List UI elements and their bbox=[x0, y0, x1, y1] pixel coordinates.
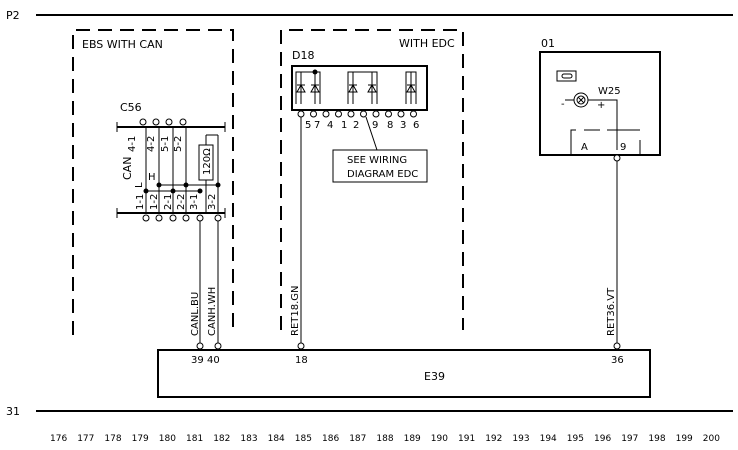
minus-label: - bbox=[561, 99, 565, 110]
wire-label-canl: CANL.BU bbox=[190, 292, 201, 336]
see-wiring-note bbox=[332, 149, 428, 183]
column-number: 187 bbox=[349, 434, 366, 444]
resistor-label: 120Ω bbox=[202, 148, 213, 175]
h-label: H bbox=[148, 172, 156, 183]
column-number: 178 bbox=[104, 434, 121, 444]
column-number: 199 bbox=[676, 434, 693, 444]
d18-pin-label: 9 bbox=[372, 120, 378, 131]
column-number: 191 bbox=[458, 434, 475, 444]
column-number: 183 bbox=[240, 434, 257, 444]
column-number: 200 bbox=[703, 434, 720, 444]
pin-9-label: 9 bbox=[620, 142, 626, 153]
wires: CANL.BU CANH.WH RET18.GN RET36.VT bbox=[190, 117, 618, 343]
l-label: L bbox=[134, 182, 145, 188]
diode-icon bbox=[310, 72, 320, 104]
diode-icon bbox=[406, 72, 416, 104]
rail-p2-label: P2 bbox=[6, 9, 20, 22]
d18-pin-label: 2 bbox=[353, 120, 359, 131]
ebs-with-can-box: EBS WITH CAN bbox=[72, 29, 234, 335]
pin-18: 18 bbox=[295, 355, 308, 366]
pin-label: 4-1 bbox=[127, 136, 138, 152]
plus-label: + bbox=[597, 100, 605, 111]
pin-36: 36 bbox=[611, 355, 624, 366]
d18-pin-label: 3 bbox=[400, 120, 406, 131]
note-line-2: DIAGRAM EDC bbox=[347, 169, 418, 180]
column-number: 190 bbox=[431, 434, 448, 444]
diode-icon bbox=[296, 72, 306, 104]
column-number: 181 bbox=[186, 434, 203, 444]
pin-label: 4-2 bbox=[146, 136, 157, 152]
column-number: 195 bbox=[567, 434, 584, 444]
column-number: 188 bbox=[376, 434, 393, 444]
column-number: 186 bbox=[322, 434, 339, 444]
column-number: 196 bbox=[594, 434, 611, 444]
column-number: 176 bbox=[50, 434, 67, 444]
pin-40: 40 bbox=[207, 355, 220, 366]
d18-pin-label: 6 bbox=[413, 120, 419, 131]
column-number: 182 bbox=[213, 434, 230, 444]
column-number: 193 bbox=[512, 434, 529, 444]
ebs-box-label: EBS WITH CAN bbox=[82, 38, 163, 51]
pin-39: 39 bbox=[191, 355, 204, 366]
note-line-1: SEE WIRING bbox=[347, 155, 407, 166]
column-number: 194 bbox=[540, 434, 557, 444]
wire-label-canh: CANH.WH bbox=[207, 287, 218, 336]
d18-label: D18 bbox=[292, 49, 314, 62]
column-number: 177 bbox=[77, 434, 94, 444]
diode-icon bbox=[367, 72, 377, 104]
wire-label-ret18: RET18.GN bbox=[290, 285, 301, 336]
d18-pin-label: 1 bbox=[341, 120, 347, 131]
column-number: 184 bbox=[268, 434, 285, 444]
e39-module: 39 40 18 36 E39 bbox=[157, 342, 651, 398]
with-edc-box: WITH EDC bbox=[280, 29, 464, 330]
column-number: 198 bbox=[648, 434, 665, 444]
column-number: 189 bbox=[404, 434, 421, 444]
rail-31-label: 31 bbox=[6, 405, 20, 418]
column-numbers: 176 177 178 179 180 181 182 183 184 185 186 187 188 1… bbox=[50, 434, 720, 444]
can-label: CAN bbox=[121, 157, 134, 180]
pin-label: 3-1 bbox=[189, 194, 200, 210]
d18-pin-label: 4 bbox=[327, 120, 333, 131]
pin-label: 3-2 bbox=[207, 194, 218, 210]
o1-label: 01 bbox=[541, 37, 555, 50]
warning-symbol-icon bbox=[556, 70, 577, 82]
lamp-label: W25 bbox=[598, 86, 621, 97]
pin-label: 5-1 bbox=[160, 136, 171, 152]
column-number: 185 bbox=[295, 434, 312, 444]
e39-label: E39 bbox=[424, 370, 445, 383]
d18-pin-label: 8 bbox=[387, 120, 393, 131]
column-number: 180 bbox=[159, 434, 176, 444]
pin-a-label: A bbox=[581, 142, 588, 153]
edc-box-label: WITH EDC bbox=[399, 37, 455, 50]
column-number: 179 bbox=[132, 434, 149, 444]
diode-icon bbox=[348, 72, 358, 104]
column-number: 197 bbox=[621, 434, 638, 444]
o1-instrument-panel: 01 W25 - + A 9 bbox=[539, 37, 661, 162]
pin-label: 5-2 bbox=[173, 136, 184, 152]
pin-label: 1-1 bbox=[135, 194, 146, 210]
d18-pin-label: 7 bbox=[314, 120, 320, 131]
wire-label-ret36: RET36.VT bbox=[606, 287, 617, 336]
d18-pin-label: 5 bbox=[305, 120, 311, 131]
column-number: 192 bbox=[485, 434, 502, 444]
c56-connector: C56 4-1 4-2 5-1 5-2 120Ω CAN H L 1-1 1-2 bbox=[116, 101, 226, 222]
pin-label: 1-2 bbox=[149, 194, 160, 210]
pin-label: 2-2 bbox=[176, 194, 187, 210]
pin-label: 2-1 bbox=[163, 194, 174, 210]
c56-label: C56 bbox=[120, 101, 142, 114]
